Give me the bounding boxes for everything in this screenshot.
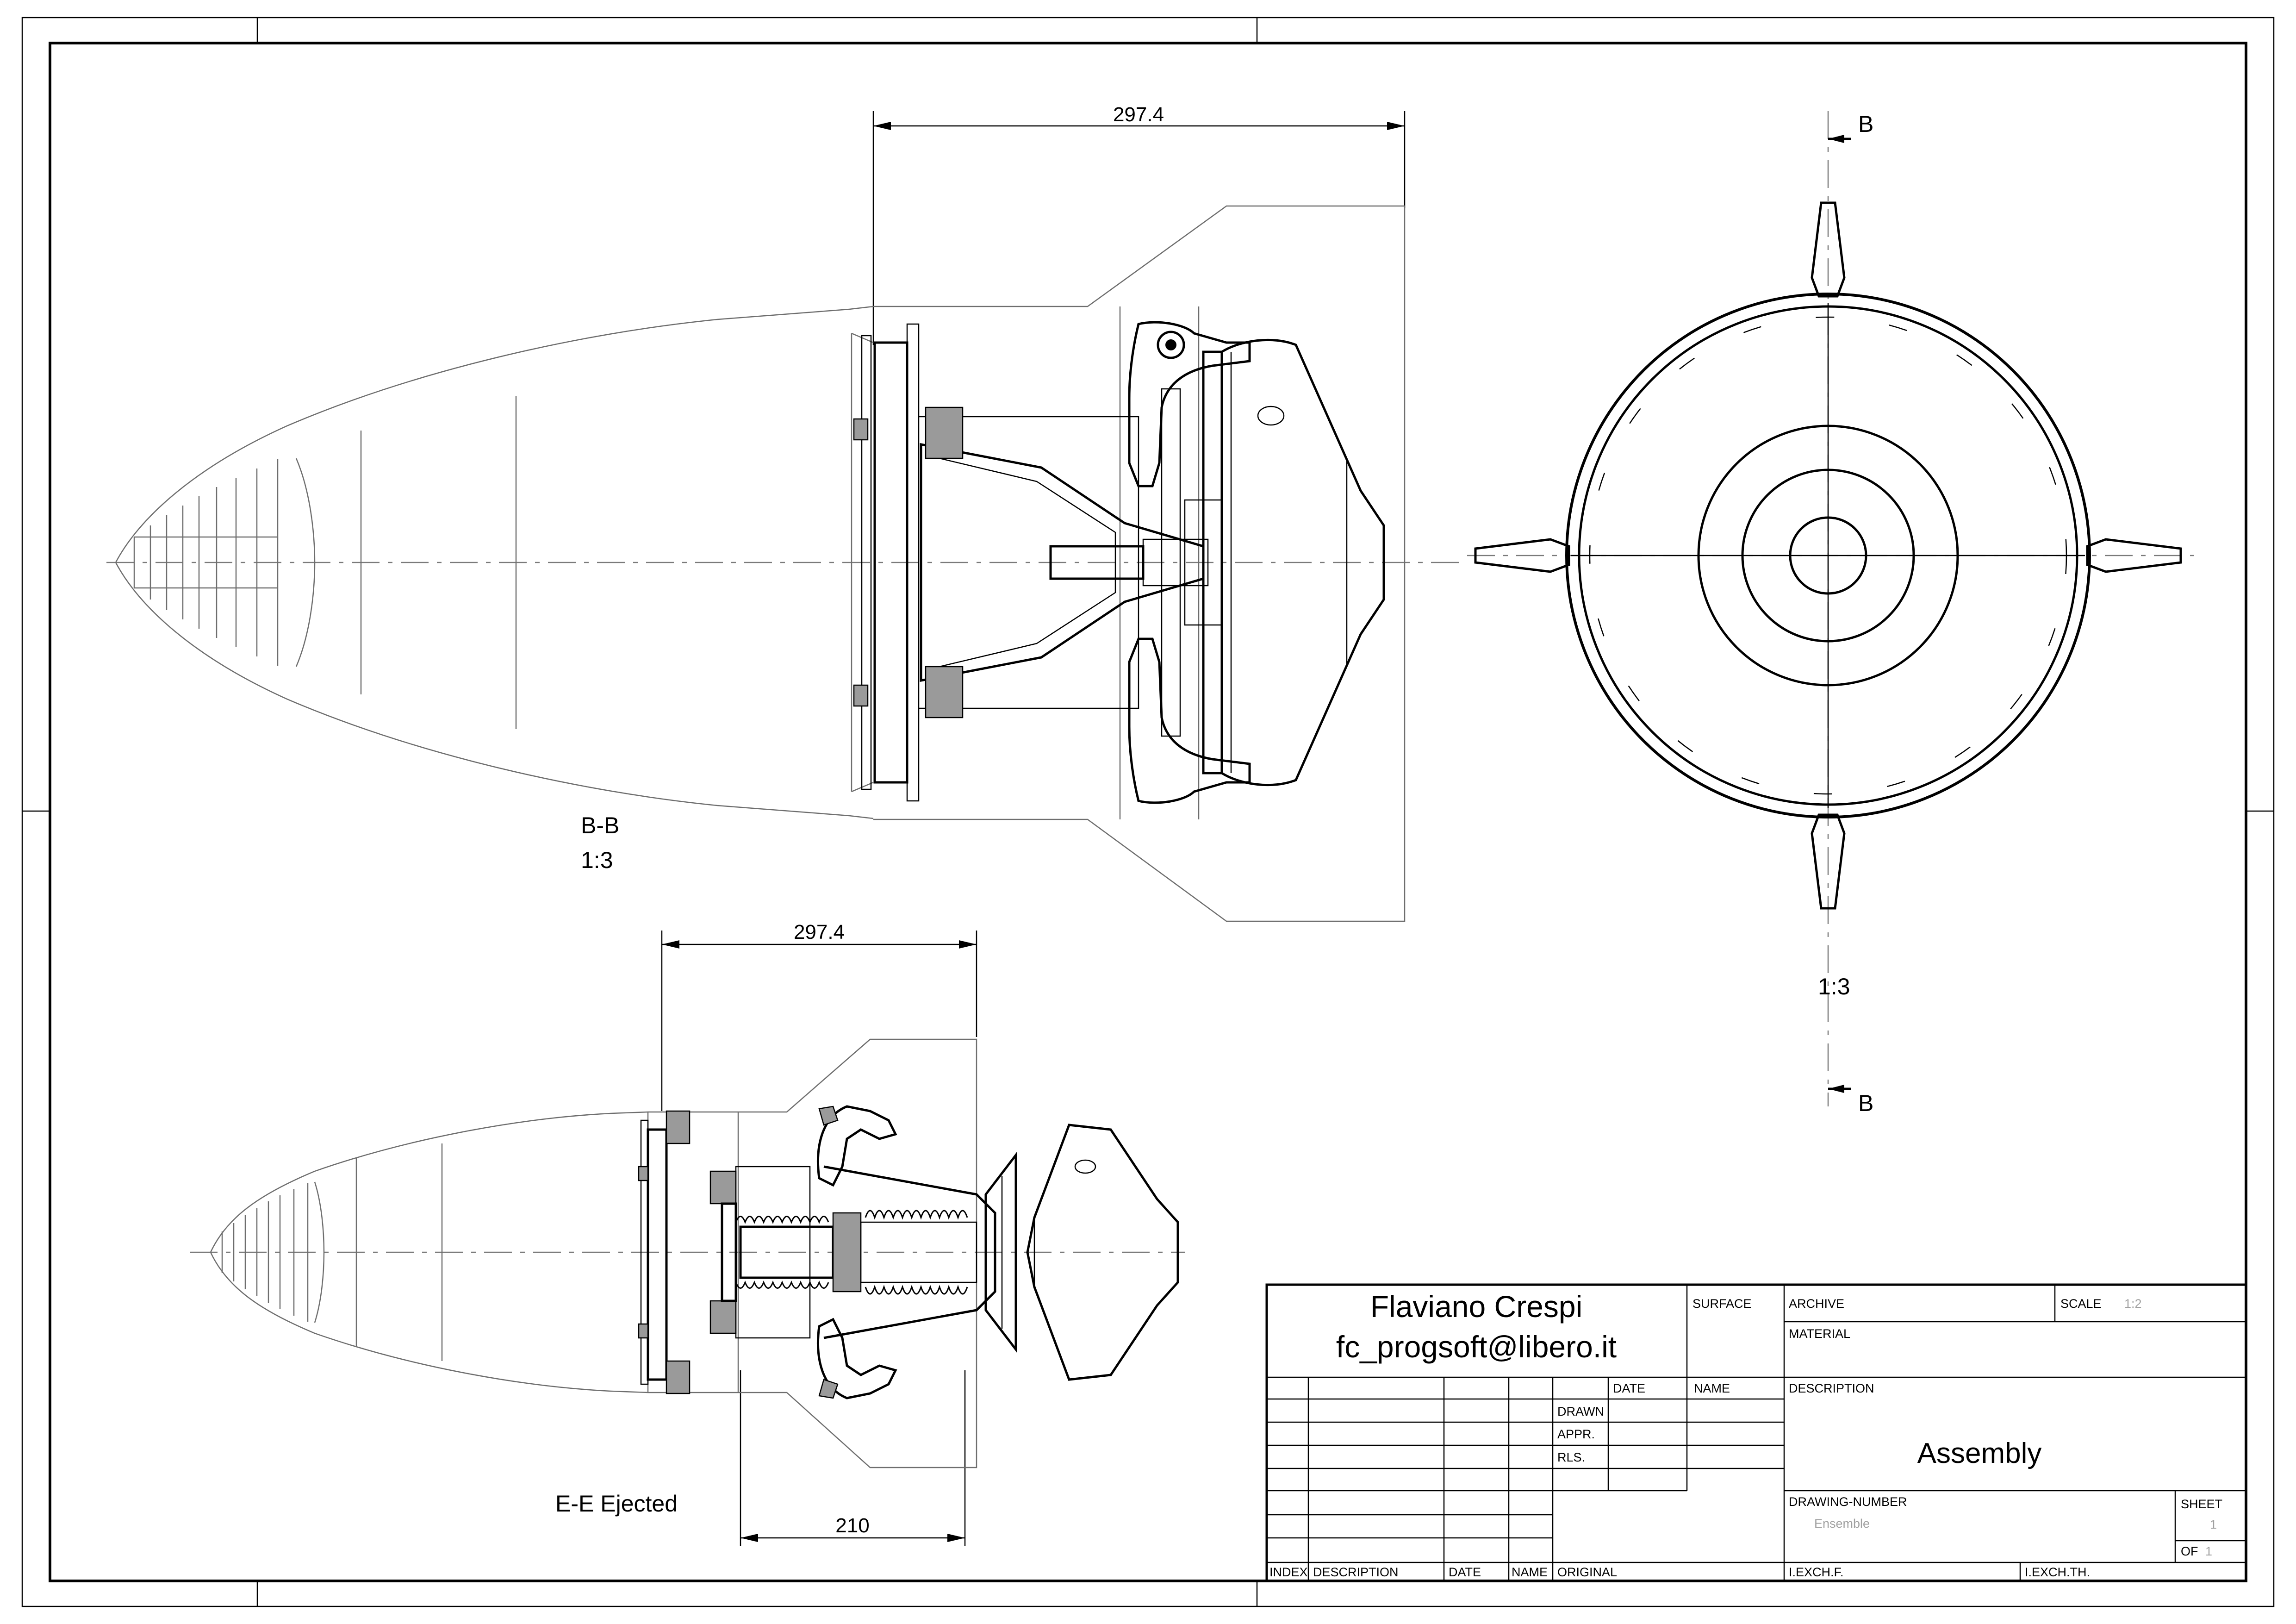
iexch-th-label: I.EXCH.TH.: [2025, 1565, 2090, 1579]
scale-value: 1:2: [2124, 1297, 2142, 1311]
cut-marker-bottom: B: [1828, 1085, 1873, 1116]
section-bb-label: B-B: [581, 812, 619, 838]
ejected-bulkhead: [638, 1110, 691, 1394]
description-label: DESCRIPTION: [1789, 1381, 1874, 1395]
date-column-header: DATE: [1449, 1565, 1481, 1579]
nose-cone-upper: [115, 306, 874, 563]
section-bb-view: 297.4: [106, 103, 1462, 922]
front-fins: [1474, 201, 2182, 910]
front-view: B B 1:3: [1467, 111, 2194, 1116]
of-value: 1: [2205, 1544, 2212, 1558]
nose-cone-lower: [115, 562, 874, 819]
iexch-f-label: I.EXCH.F.: [1789, 1565, 1844, 1579]
appr-label: APPR.: [1557, 1427, 1595, 1441]
material-label: MATERIAL: [1789, 1327, 1850, 1341]
dimension-ejected: 210: [740, 1370, 966, 1546]
section-bb-scale: 1:3: [581, 847, 613, 873]
payload-cone-bb: [1220, 338, 1385, 787]
index-header: INDEX: [1269, 1565, 1308, 1579]
archive-label: ARCHIVE: [1789, 1297, 1844, 1311]
cut-marker-top: B: [1828, 111, 1873, 143]
ejected-payload-cone: [1026, 1124, 1179, 1381]
author-name: Flaviano Crespi: [1370, 1289, 1583, 1324]
fin-outline: [873, 205, 1406, 922]
rls-label: RLS.: [1557, 1450, 1585, 1464]
ejected-view: 297.4 210: [190, 921, 1185, 1546]
ejected-mechanism: [709, 1105, 1017, 1399]
front-view-scale: 1:3: [1818, 974, 1850, 999]
description-header: DESCRIPTION: [1313, 1565, 1399, 1579]
dimension-lower: 297.4: [661, 921, 977, 1111]
original-header: ORIGINAL: [1557, 1565, 1617, 1579]
bulkhead-plate: [853, 323, 920, 802]
nose-steps: [133, 332, 874, 793]
sheet-value: 1: [2210, 1518, 2217, 1531]
surface-label: SURFACE: [1692, 1297, 1752, 1311]
name-header: NAME: [1694, 1381, 1730, 1395]
date-header: DATE: [1613, 1381, 1645, 1395]
of-label: OF: [2181, 1544, 2198, 1558]
svg-text:B: B: [1858, 1090, 1873, 1116]
ejected-label: E-E Ejected: [555, 1491, 678, 1517]
drawing-title: Assembly: [1917, 1437, 2042, 1469]
svg-text:B: B: [1858, 111, 1873, 137]
drawing-number-label: DRAWING-NUMBER: [1789, 1495, 1907, 1509]
ejected-fin-outline: [648, 1038, 977, 1468]
dimension-top: 297.4: [872, 103, 1406, 345]
dimension-lower-value: 297.4: [794, 921, 845, 943]
drawing-number-value: Ensemble: [1814, 1517, 1870, 1530]
ejection-mechanism-bb: [919, 321, 1251, 804]
name-column-header: NAME: [1512, 1565, 1548, 1579]
sheet-border: [21, 17, 2275, 1607]
dimension-top-value: 297.4: [1113, 103, 1164, 126]
title-block: Flaviano Crespi fc_progsoft@libero.it SU…: [1265, 1283, 2247, 1582]
scale-label: SCALE: [2060, 1297, 2102, 1311]
drawn-label: DRAWN: [1557, 1405, 1604, 1418]
dimension-ejected-value: 210: [835, 1514, 869, 1537]
sheet-label: SHEET: [2181, 1497, 2222, 1511]
author-email: fc_progsoft@libero.it: [1336, 1330, 1617, 1364]
